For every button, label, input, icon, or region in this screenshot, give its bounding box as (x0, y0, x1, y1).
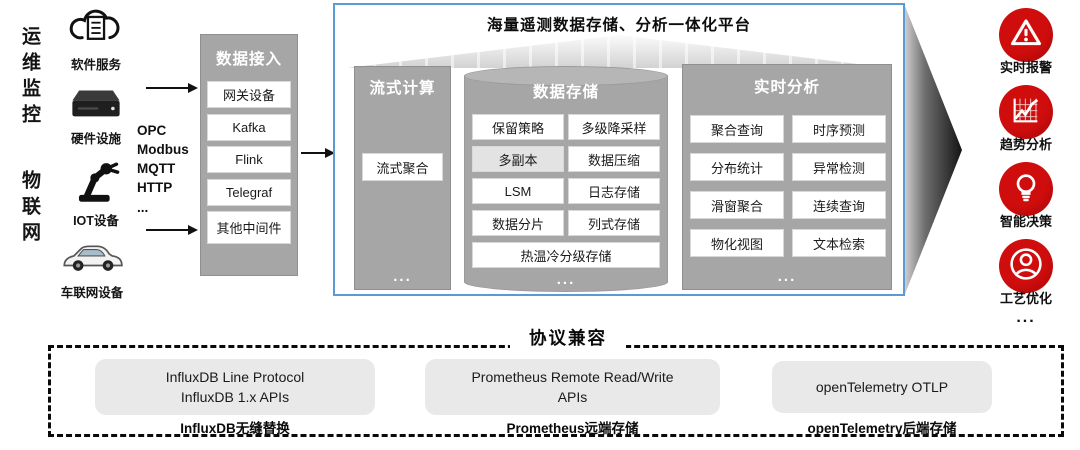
protocol-more-ellipsis: ... (137, 199, 149, 215)
ingest-item-gateway: 网关设备 (207, 81, 291, 108)
arrow-ingest-to-platform (301, 147, 335, 158)
source-group-label-iot: 物联网 (19, 170, 40, 248)
user-icon (1008, 246, 1044, 287)
cylinder-top (464, 66, 668, 86)
application-label-intelligence: 智能决策 (999, 214, 1052, 229)
source-label: IOT设备 (73, 214, 119, 228)
ingest-item-flink: Flink (207, 146, 291, 173)
analysis-item-continuous-query: 连续查询 (792, 191, 886, 219)
storage-item-replicas: 多副本 (472, 146, 564, 172)
application-process (999, 239, 1053, 293)
ingest-protocols: OPC Modbus MQTT HTTP ... (137, 121, 189, 217)
data-storage-cylinder: 数据存储 保留策略 多级降采样 多副本 数据压缩 LSM 日志存储 数据分片 列… (464, 66, 668, 293)
compat-card-influxdb: InfluxDB Line Protocol InfluxDB 1.x APIs (95, 359, 375, 415)
source-label: 车联网设备 (60, 286, 124, 300)
data-storage-title: 数据存储 (532, 84, 599, 101)
protocol-modbus: Modbus (137, 142, 189, 158)
compat-card-line1: InfluxDB Line Protocol (165, 368, 305, 385)
analysis-more-ellipsis: ... (777, 268, 797, 285)
ingest-panel: 数据接入 网关设备 Kafka Flink Telegraf 其他中间件 (200, 34, 298, 276)
source-item-iot-device: IOT设备 (52, 154, 140, 229)
compat-caption-influxdb: InfluxDB无缝替换 (180, 421, 290, 436)
compat-card-line1: Prometheus Remote Read/Write (471, 368, 674, 385)
analysis-item-distribution: 分布统计 (690, 153, 784, 181)
storage-item-tiered-storage: 热温冷分级存储 (472, 242, 660, 268)
application-trend (999, 85, 1053, 139)
source-group-label-ops-monitoring: 运维监控 (19, 26, 40, 130)
ingest-panel-title: 数据接入 (215, 51, 282, 68)
application-label-alarm: 实时报警 (999, 60, 1052, 75)
output-funnel-shape (905, 6, 962, 294)
stream-compute-title: 流式计算 (369, 80, 436, 97)
compat-caption-prometheus: Prometheus远端存储 (506, 421, 639, 436)
protocol-http: HTTP (137, 180, 173, 196)
source-item-software: 软件服务 (52, 2, 140, 73)
applications-more-ellipsis: ... (1016, 309, 1036, 326)
ingest-item-kafka: Kafka (207, 113, 291, 141)
analysis-item-anomaly: 异常检测 (792, 153, 886, 181)
application-alarm (999, 8, 1053, 62)
ingest-item-telegraf: Telegraf (207, 178, 291, 206)
arrow-sources-to-ingest-bottom (146, 224, 198, 235)
compat-card-prometheus: Prometheus Remote Read/Write APIs (425, 359, 720, 415)
storage-more-ellipsis: ... (556, 271, 576, 288)
source-item-hardware: 硬件设施 (52, 86, 140, 147)
source-label: 软件服务 (70, 58, 121, 72)
storage-item-downsampling: 多级降采样 (568, 114, 660, 140)
compat-card-opentelemetry: openTelemetry OTLP (772, 361, 992, 413)
realtime-analysis-title: 实时分析 (753, 79, 820, 96)
stream-more-ellipsis: ... (393, 268, 412, 285)
protocol-mqtt: MQTT (137, 161, 176, 177)
application-label-process: 工艺优化 (999, 291, 1052, 306)
analysis-item-sliding-window: 滑窗聚合 (690, 191, 784, 219)
compat-card-line1: openTelemetry OTLP (815, 378, 949, 395)
stream-item-aggregation: 流式聚合 (362, 153, 443, 181)
server-hardware-icon (69, 90, 123, 126)
compat-card-line2: APIs (557, 389, 588, 405)
protocol-compat-title: 协议兼容 (510, 319, 626, 355)
arrow-sources-to-ingest-top (146, 82, 198, 93)
source-label: 硬件设施 (70, 132, 121, 146)
application-intelligence (999, 162, 1053, 216)
storage-item-retention: 保留策略 (472, 114, 564, 140)
cloud-software-icon (67, 9, 125, 52)
robot-arm-icon (71, 162, 121, 208)
stream-compute-panel: 流式计算 流式聚合 ... (354, 66, 451, 290)
analysis-item-aggregate-query: 聚合查询 (690, 115, 784, 143)
storage-item-lsm: LSM (472, 178, 564, 204)
bulb-icon (1010, 171, 1042, 208)
ingest-item-other-middleware: 其他中间件 (207, 211, 291, 244)
compat-card-line2: InfluxDB 1.x APIs (180, 389, 290, 405)
protocol-opc: OPC (137, 123, 167, 138)
analysis-item-forecast: 时序预测 (792, 115, 886, 143)
realtime-analysis-panel: 实时分析 聚合查询 时序预测 分布统计 异常检测 滑窗聚合 连续查询 物化视图 … (682, 64, 892, 290)
storage-item-compression: 数据压缩 (568, 146, 660, 172)
alarm-icon (1009, 16, 1043, 55)
application-label-trend: 趋势分析 (999, 137, 1052, 152)
storage-item-sharding: 数据分片 (472, 210, 564, 236)
platform-panel: 海量遥测数据存储、分析一体化平台 流式计算 流式聚合 ... 数据存储 保留策略… (333, 3, 905, 296)
analysis-item-materialized-view: 物化视图 (690, 229, 784, 257)
analysis-item-text-search: 文本检索 (792, 229, 886, 257)
car-icon (60, 245, 124, 280)
storage-item-columnar: 列式存储 (568, 210, 660, 236)
platform-title: 海量遥测数据存储、分析一体化平台 (486, 17, 751, 34)
trend-chart-icon (1010, 94, 1042, 131)
compat-caption-opentelemetry: openTelemetry后端存储 (807, 421, 957, 436)
storage-item-log-storage: 日志存储 (568, 178, 660, 204)
source-item-connected-car: 车联网设备 (48, 238, 136, 301)
